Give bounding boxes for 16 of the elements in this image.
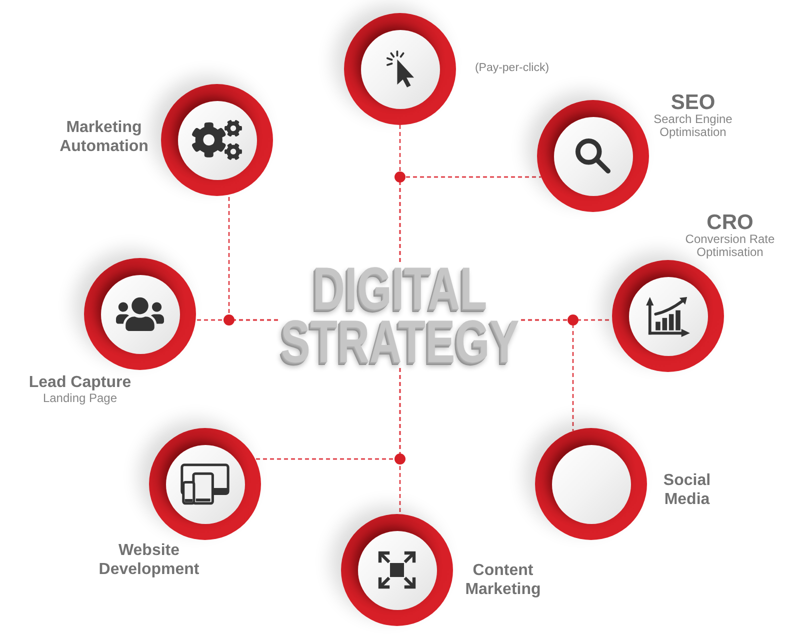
connector-line — [399, 368, 401, 514]
node-title: Content Marketing — [464, 561, 542, 599]
node-title: Lead Capture — [28, 373, 132, 392]
connector-line — [196, 319, 278, 321]
node-subtitle: Conversion Rate Optimisation — [684, 233, 776, 259]
node-subtitle: Landing Page — [42, 392, 118, 405]
node-subtitle: (Pay-per-click) — [474, 61, 550, 76]
connector-line — [399, 176, 542, 262]
node-title: Website Development — [98, 541, 200, 579]
node-title: Social Media — [662, 471, 712, 509]
node-subtitle: Search Engine Optimisation — [652, 113, 734, 139]
node-title: SEO — [670, 93, 716, 113]
node-title: Marketing Automation — [58, 118, 150, 156]
center-title: DIGITAL STRATEGY — [279, 262, 520, 368]
connector-line — [521, 319, 574, 431]
node-title: CRO — [706, 213, 754, 233]
